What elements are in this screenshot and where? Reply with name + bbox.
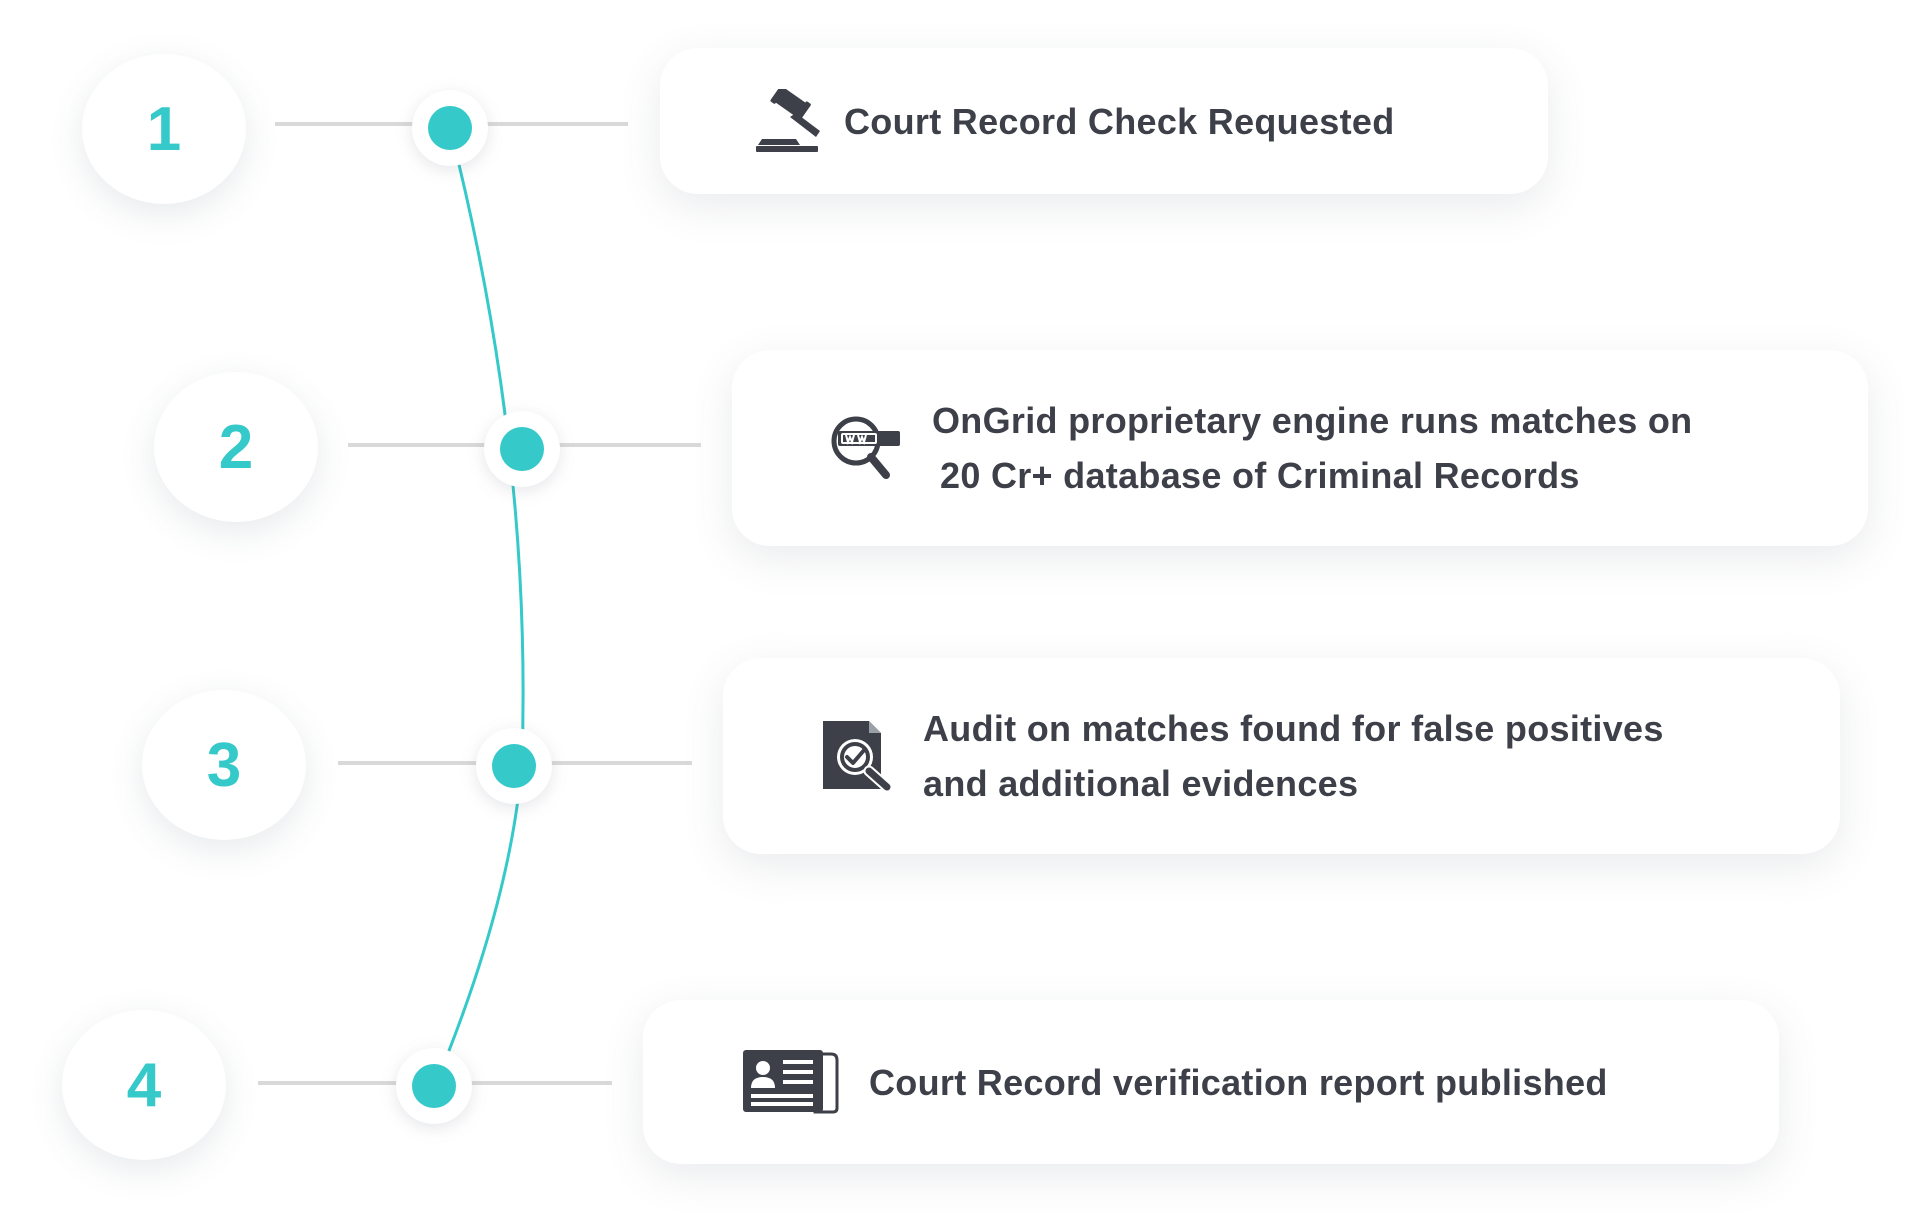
report-document-icon (743, 1050, 839, 1114)
timeline-node-3 (476, 728, 552, 804)
step-3-line-2: and additional evidences (923, 763, 1359, 804)
step-4-line-1: Court Record verification report publish… (869, 1061, 1608, 1103)
timeline-node-4 (396, 1048, 472, 1124)
step-number-2: 2 (154, 372, 318, 522)
step-card-4: Court Record verification report publish… (643, 1000, 1779, 1164)
gavel-icon (756, 89, 822, 153)
database-search-icon (830, 415, 902, 481)
step-2-line-1: OnGrid proprietary engine runs matches o… (932, 400, 1693, 441)
step-card-2: OnGrid proprietary engine runs matches o… (732, 350, 1868, 546)
step-1-line-1: Court Record Check Requested (844, 100, 1395, 142)
timeline-node-1 (412, 90, 488, 166)
step-number-1: 1 (82, 54, 246, 204)
step-3-description: Audit on matches found for false positiv… (923, 701, 1664, 811)
timeline-node-2 (484, 411, 560, 487)
step-3-line-1: Audit on matches found for false positiv… (923, 708, 1664, 749)
step-4-description: Court Record verification report publish… (869, 1055, 1608, 1110)
step-card-1: Court Record Check Requested (660, 48, 1548, 194)
step-2-line-2: 20 Cr+ database of Criminal Records (940, 455, 1580, 496)
step-card-3: Audit on matches found for false positiv… (723, 658, 1840, 854)
step-1-description: Court Record Check Requested (844, 94, 1395, 149)
step-2-description: OnGrid proprietary engine runs matches o… (932, 393, 1692, 503)
step-number-4: 4 (62, 1010, 226, 1160)
timeline-curve (432, 127, 525, 1089)
document-audit-icon (823, 721, 895, 791)
step-number-3: 3 (142, 690, 306, 840)
